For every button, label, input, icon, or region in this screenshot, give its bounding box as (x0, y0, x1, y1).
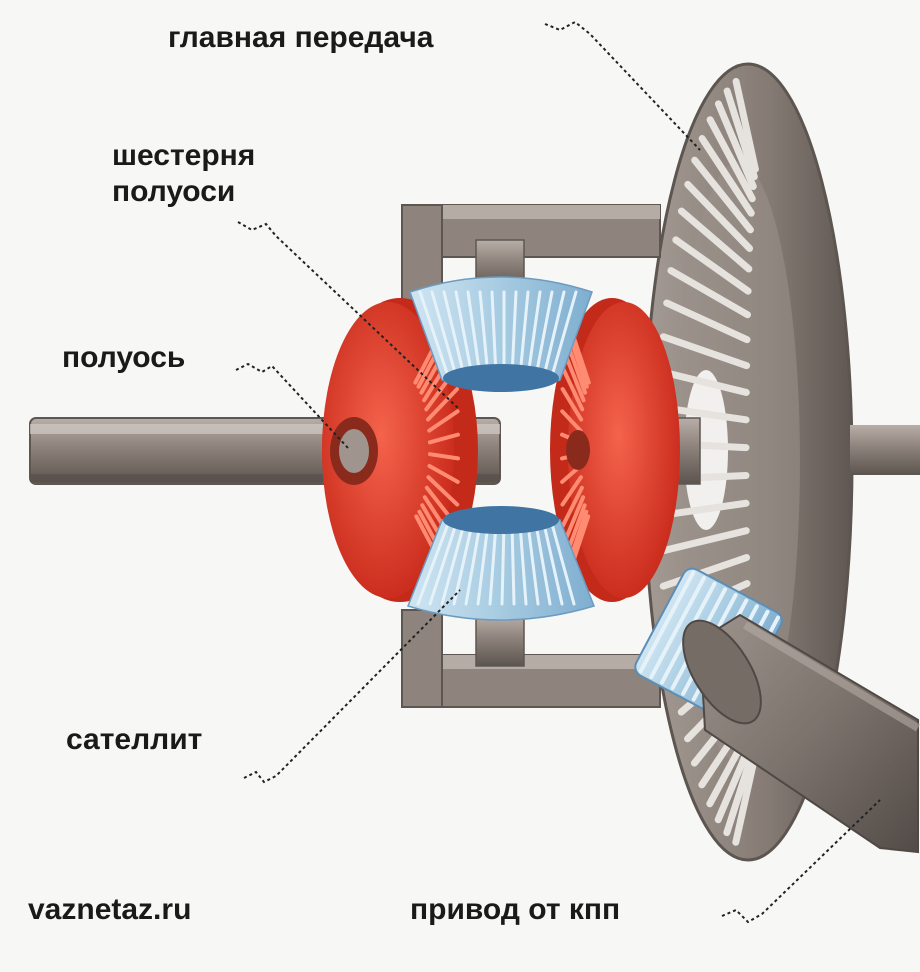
leader-satellite (243, 589, 461, 784)
bottom-satellite-teeth (416, 522, 576, 606)
label-satellite: сателлит (66, 723, 203, 756)
label-side-gear: шестерня полуоси (112, 139, 256, 208)
leader-main-gear (544, 20, 701, 151)
top-satellite-gear (409, 276, 593, 392)
drive-shaft (682, 613, 920, 854)
label-drive: привод от кпп (410, 893, 621, 926)
right-side-gear (550, 298, 701, 602)
bottom-satellite-gear (407, 506, 595, 621)
top-satellite-teeth (418, 290, 578, 378)
label-axle: полуось (62, 341, 186, 374)
differential-carrier (401, 204, 661, 708)
leader-drive (721, 799, 881, 924)
site-watermark: vaznetaz.ru (28, 893, 192, 926)
label-main-gear: главная передача (168, 21, 434, 54)
leader-side-gear (237, 221, 459, 409)
right-axle-stub (850, 425, 920, 475)
leader-lines (235, 20, 881, 924)
leader-axle (235, 362, 349, 449)
